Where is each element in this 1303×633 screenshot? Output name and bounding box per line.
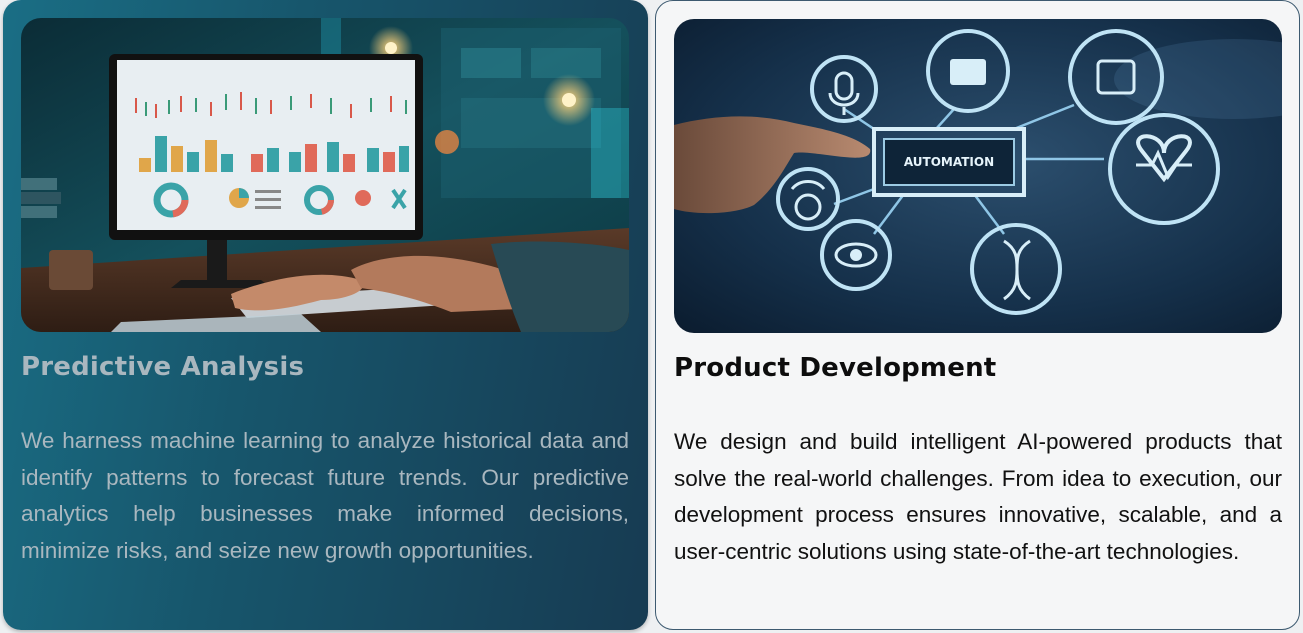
card-title: Product Development (674, 353, 997, 383)
card-description: We design and build intelligent AI-power… (674, 429, 1282, 564)
card-description: We harness machine learning to analyze h… (21, 428, 629, 563)
service-card-predictive-analysis[interactable]: Predictive Analysis We harness machine l… (3, 0, 648, 630)
service-card-product-development[interactable]: AUTOMATION Product Development We design… (655, 0, 1300, 630)
analytics-dashboard-photo-icon (21, 18, 629, 332)
automation-label: AUTOMATION (904, 155, 994, 169)
automation-network-image: AUTOMATION (674, 19, 1282, 333)
automation-network-photo-icon: AUTOMATION (674, 19, 1282, 333)
analytics-dashboard-image (21, 18, 629, 332)
card-title: Predictive Analysis (21, 352, 305, 382)
